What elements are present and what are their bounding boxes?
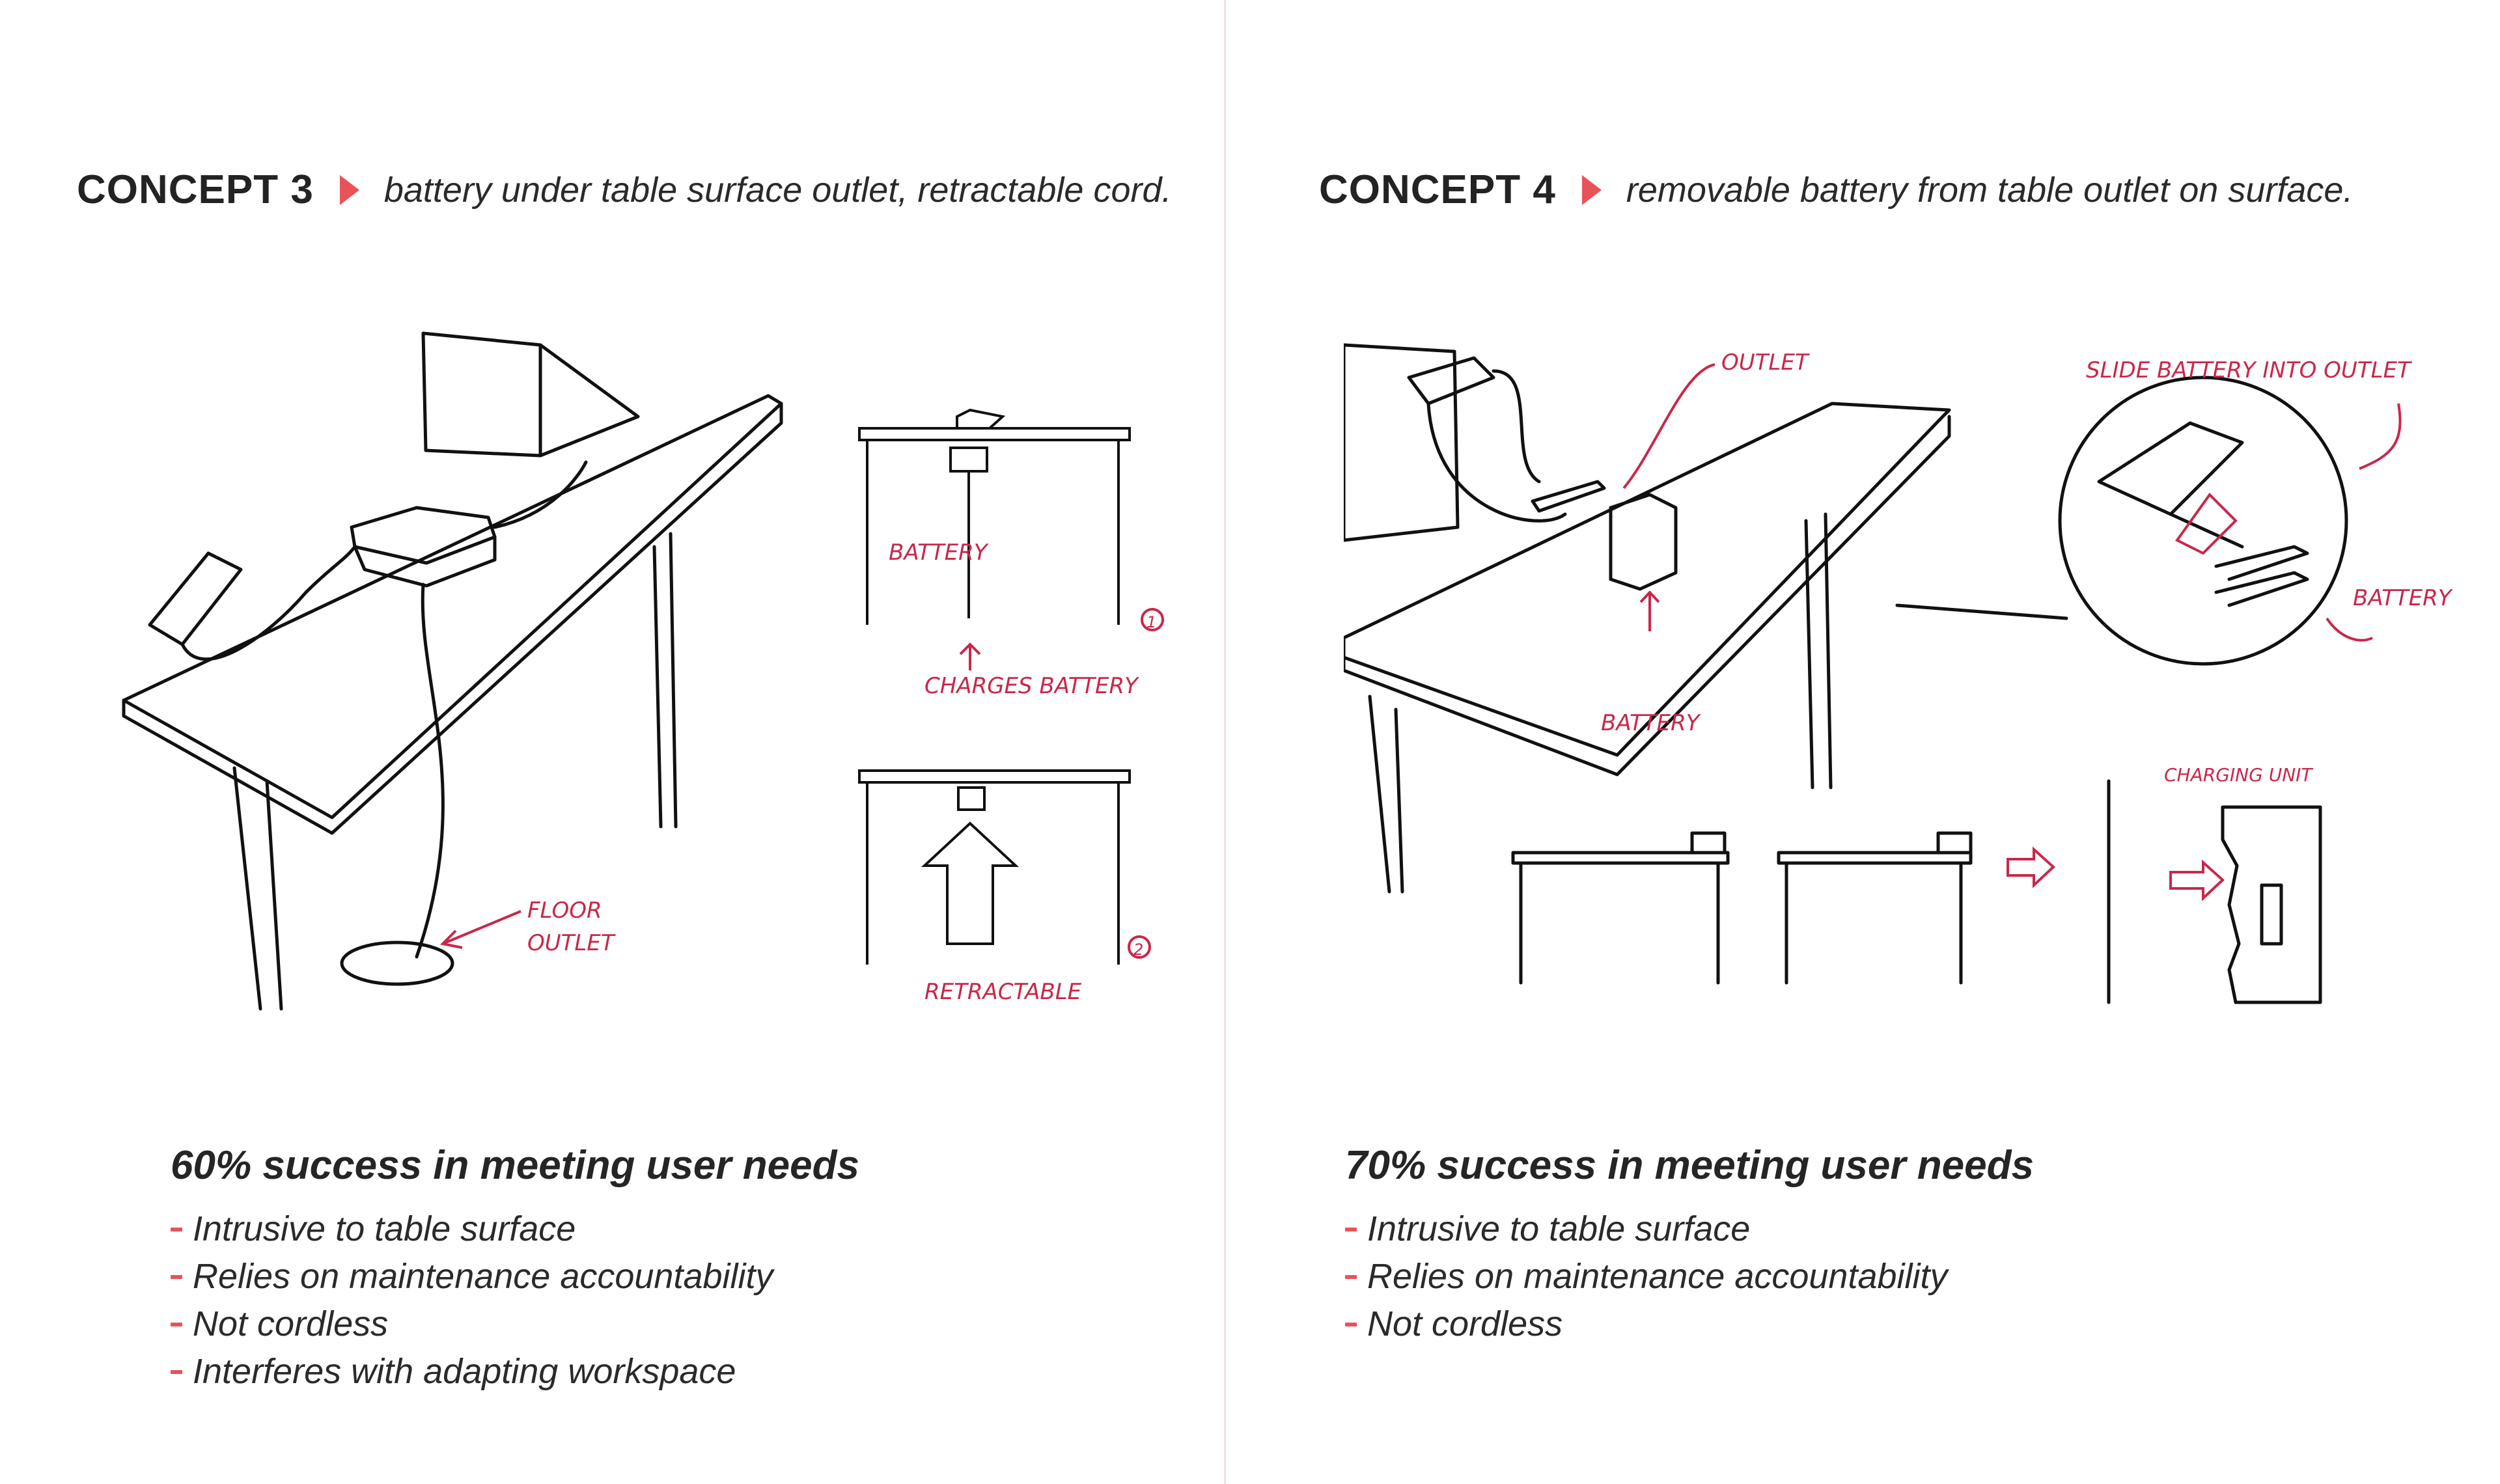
concept-description: battery under table surface outlet, retr… bbox=[383, 170, 1172, 210]
list-item-text: Interferes with adapting workspace bbox=[193, 1352, 736, 1391]
slide-battery-label: SLIDE BATTERY INTO OUTLET bbox=[2086, 357, 2412, 383]
concept-4-sketch: OUTLET BATTERY SLIDE BATTERY INTO OUTLET… bbox=[1344, 332, 2464, 1035]
list-item: Interferes with adapting workspace bbox=[171, 1348, 859, 1395]
concept-3-panel: CONCEPT 3 battery under table surface ou… bbox=[0, 0, 1224, 1484]
charging-unit-label: CHARGING UNIT bbox=[2164, 764, 2313, 786]
list-item-text: Intrusive to table surface bbox=[193, 1209, 576, 1248]
floor-outlet-label-2: OUTLET bbox=[527, 930, 616, 956]
list-item: Relies on maintenance accountability bbox=[171, 1253, 859, 1300]
panel-divider bbox=[1224, 0, 1226, 1484]
list-item-text: Not cordless bbox=[1367, 1304, 1563, 1343]
table-outlet-sketch-illustration: OUTLET BATTERY SLIDE BATTERY INTO OUTLET… bbox=[1344, 343, 2453, 1004]
concept-description: removable battery from table outlet on s… bbox=[1626, 170, 2354, 210]
drawbacks-list: Intrusive to table surface Relies on mai… bbox=[171, 1205, 859, 1395]
success-rating: 60% success in meeting user needs bbox=[171, 1143, 859, 1188]
floor-outlet-label: FLOOR bbox=[527, 898, 602, 924]
list-item-text: Not cordless bbox=[193, 1304, 389, 1343]
list-item: Intrusive to table surface bbox=[1345, 1205, 2034, 1253]
concept-3-header: CONCEPT 3 battery under table surface ou… bbox=[77, 167, 1172, 213]
list-item-text: Relies on maintenance accountability bbox=[1367, 1257, 1948, 1296]
list-item-text: Relies on maintenance accountability bbox=[193, 1257, 773, 1296]
list-item: Not cordless bbox=[171, 1300, 859, 1348]
bullet-dash-icon bbox=[1345, 1227, 1357, 1231]
outlet-label: OUTLET bbox=[1721, 350, 1810, 376]
caret-right-icon bbox=[1581, 174, 1602, 205]
charges-battery-label: CHARGES BATTERY bbox=[924, 673, 1139, 699]
concept-label: CONCEPT 4 bbox=[1319, 167, 1556, 212]
battery-label: BATTERY bbox=[1601, 710, 1701, 736]
bullet-dash-icon bbox=[171, 1274, 182, 1279]
concept-3-sketch: FLOOR OUTLET BATTERY CHARGES BATTERY 1 bbox=[111, 319, 1191, 1035]
bullet-dash-icon bbox=[171, 1322, 182, 1326]
caret-right-icon bbox=[339, 174, 359, 205]
concept-4-panel: CONCEPT 4 removable battery from table o… bbox=[1227, 0, 2500, 1484]
concept-label: CONCEPT 3 bbox=[77, 167, 314, 212]
concept-3-summary: 60% success in meeting user needs Intrus… bbox=[171, 1142, 859, 1395]
bullet-dash-icon bbox=[171, 1369, 182, 1374]
bullet-dash-icon bbox=[1345, 1274, 1357, 1279]
bullet-dash-icon bbox=[171, 1227, 182, 1231]
concept-4-header: CONCEPT 4 removable battery from table o… bbox=[1319, 167, 2353, 213]
success-rating: 70% success in meeting user needs bbox=[1345, 1143, 2034, 1188]
retractable-label: RETRACTABLE bbox=[924, 979, 1082, 1005]
battery-label: BATTERY bbox=[889, 540, 989, 566]
step-1-number: 1 bbox=[1146, 613, 1156, 631]
list-item: Relies on maintenance accountability bbox=[1345, 1253, 2034, 1300]
battery-detail-label: BATTERY bbox=[2353, 585, 2453, 611]
step-2-number: 2 bbox=[1133, 941, 1143, 959]
list-item-text: Intrusive to table surface bbox=[1367, 1209, 1751, 1248]
list-item: Intrusive to table surface bbox=[171, 1205, 859, 1253]
bullet-dash-icon bbox=[1345, 1322, 1357, 1326]
drawbacks-list: Intrusive to table surface Relies on mai… bbox=[1345, 1205, 2034, 1348]
list-item: Not cordless bbox=[1345, 1300, 2034, 1348]
concept-4-summary: 70% success in meeting user needs Intrus… bbox=[1345, 1142, 2034, 1348]
desk-sketch-illustration: FLOOR OUTLET BATTERY CHARGES BATTERY 1 bbox=[122, 331, 1164, 1011]
